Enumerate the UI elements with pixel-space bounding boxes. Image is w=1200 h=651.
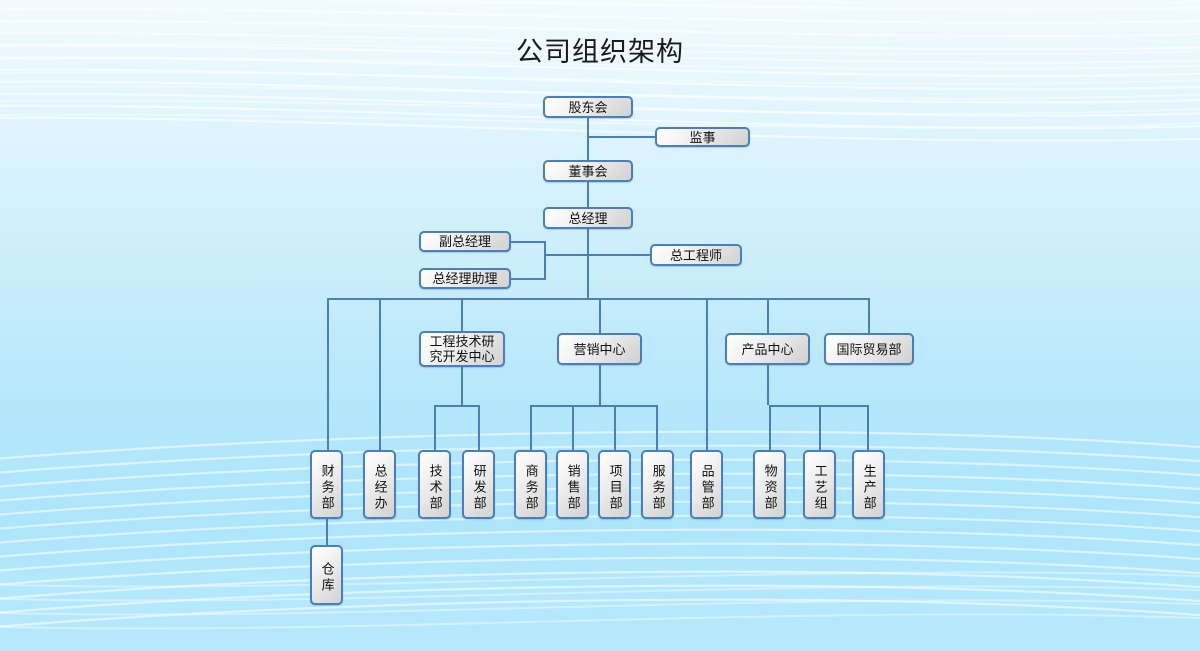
node-chief-engineer[interactable]: 总工程师 [650, 244, 742, 266]
node-rd-dept-label: 研发部 [471, 463, 487, 512]
connector-shareholders-supervisor [587, 136, 655, 138]
node-intl-trade-label: 国际贸易部 [836, 341, 902, 357]
node-materials-dept-label: 物资部 [762, 463, 778, 512]
connector-finance-warehouse [326, 519, 328, 545]
node-international-trade-dept[interactable]: 国际贸易部 [824, 333, 914, 365]
node-board-label: 董事会 [568, 163, 608, 179]
connector-drop-marketing-center [599, 298, 601, 333]
connector-rd-center-down [461, 367, 463, 405]
connector-marketing-bus [530, 405, 658, 407]
node-project-dept-label: 项目部 [607, 463, 623, 512]
node-product-center-label: 产品中心 [741, 341, 794, 357]
node-gm-assistant-label: 总经理助理 [432, 271, 498, 286]
node-process-group[interactable]: 工艺组 [803, 450, 836, 519]
connector-drop-rd-center [461, 298, 463, 331]
connector-drop-rd-dept [478, 405, 480, 450]
connector-drop-product-center [767, 298, 769, 333]
connector-drop-intl-trade [868, 298, 870, 333]
connector-drop-production-dept [867, 405, 869, 450]
connector-gm-down [587, 229, 589, 298]
node-marketing-center[interactable]: 营销中心 [557, 333, 642, 365]
connector-drop-quality [706, 298, 708, 450]
node-general-manager[interactable]: 总经理 [543, 207, 633, 229]
node-deputy-general-manager[interactable]: 副总经理 [419, 231, 511, 252]
node-supervisor[interactable]: 监事 [655, 127, 750, 147]
node-chief-engineer-label: 总工程师 [669, 247, 722, 263]
connector-gm-chief-engineer [587, 254, 650, 256]
connector-gm-assistant-stub [511, 278, 546, 280]
node-warehouse[interactable]: 仓库 [310, 545, 343, 605]
node-gm-office-label: 总经办 [372, 463, 388, 512]
node-quality-control-dept[interactable]: 品管部 [690, 450, 723, 519]
connector-main-bus [327, 298, 870, 300]
connector-drop-materials-dept [769, 405, 771, 450]
node-shareholders-label: 股东会 [568, 99, 608, 115]
connector-drop-finance [327, 298, 329, 450]
connector-deputy-gm-stub [511, 241, 546, 243]
node-business-dept-label: 商务部 [523, 463, 539, 512]
node-service-dept[interactable]: 服务部 [641, 450, 674, 519]
connector-drop-gm-office [379, 298, 381, 450]
connector-marketing-center-down [599, 365, 601, 405]
node-marketing-center-label: 营销中心 [573, 341, 626, 357]
node-rd-center-label: 工程技术研 究开发中心 [429, 334, 495, 364]
node-technology-dept[interactable]: 技术部 [418, 450, 451, 519]
connector-drop-project-dept [614, 405, 616, 450]
connector-deputy-to-gm-spine [544, 254, 589, 256]
connector-drop-sales-dept [572, 405, 574, 450]
node-shareholders[interactable]: 股东会 [543, 96, 633, 118]
node-service-dept-label: 服务部 [650, 463, 666, 512]
background-waves-footer [0, 560, 1200, 651]
node-gm-office[interactable]: 总经办 [363, 450, 396, 519]
connector-product-center-down [767, 365, 769, 405]
background-waves-top [0, 0, 1200, 170]
connector-drop-service-dept [656, 405, 658, 450]
node-project-dept[interactable]: 项目部 [598, 450, 631, 519]
node-rd-center[interactable]: 工程技术研 究开发中心 [419, 331, 505, 367]
connector-drop-process-group [819, 405, 821, 450]
node-general-manager-label: 总经理 [568, 210, 608, 226]
connector-rd-center-bus [434, 405, 479, 407]
connector-board-gm [587, 182, 589, 207]
node-business-dept[interactable]: 商务部 [514, 450, 547, 519]
node-process-group-label: 工艺组 [812, 463, 828, 512]
connector-deputy-bracket [544, 241, 546, 280]
node-production-dept-label: 生产部 [861, 463, 877, 512]
node-materials-dept[interactable]: 物资部 [753, 450, 786, 519]
connector-drop-tech-dept [434, 405, 436, 450]
node-board-of-directors[interactable]: 董事会 [543, 160, 633, 182]
node-quality-dept-label: 品管部 [699, 463, 715, 512]
node-sales-dept-label: 销售部 [565, 463, 581, 512]
node-tech-dept-label: 技术部 [427, 463, 443, 512]
connector-shareholders-down [587, 118, 589, 160]
node-product-center[interactable]: 产品中心 [725, 333, 810, 365]
node-research-development-dept[interactable]: 研发部 [462, 450, 495, 519]
node-production-dept[interactable]: 生产部 [852, 450, 885, 519]
node-sales-dept[interactable]: 销售部 [556, 450, 589, 519]
node-gm-assistant[interactable]: 总经理助理 [419, 268, 511, 289]
node-supervisor-label: 监事 [689, 129, 716, 145]
node-finance-label: 财务部 [319, 463, 335, 512]
node-deputy-gm-label: 副总经理 [438, 234, 491, 249]
node-warehouse-label: 仓库 [319, 562, 335, 594]
node-finance-dept[interactable]: 财务部 [310, 450, 343, 519]
page-title: 公司组织架构 [516, 37, 684, 67]
connector-drop-business-dept [530, 405, 532, 450]
